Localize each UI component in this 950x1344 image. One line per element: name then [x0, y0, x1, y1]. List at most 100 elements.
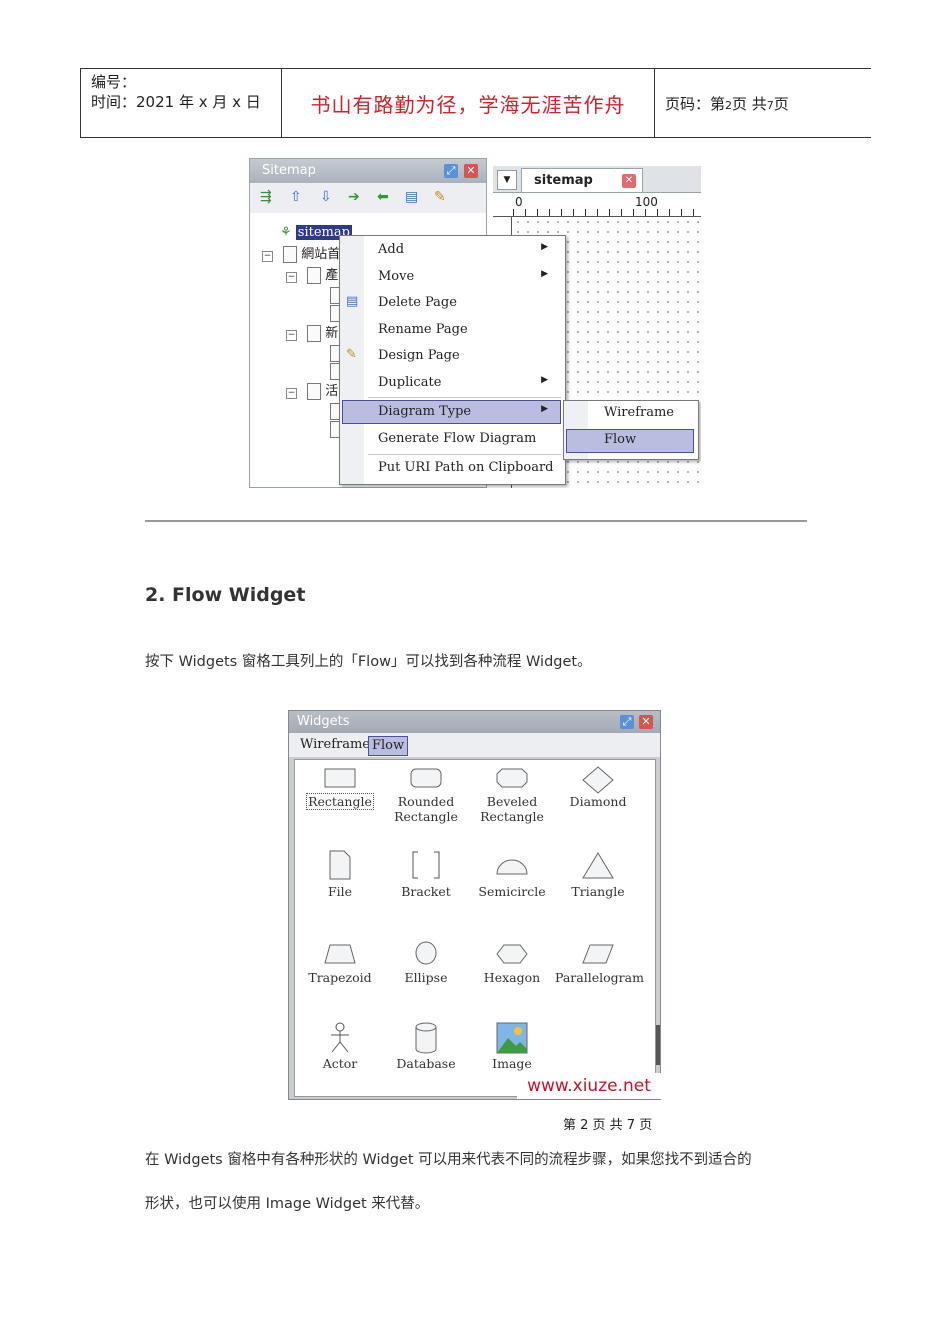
menu-item-add[interactable]: Add▶ — [378, 242, 548, 257]
tab-flow[interactable]: Flow — [368, 736, 409, 756]
collapse-icon[interactable]: − — [286, 330, 297, 341]
header-motto-cell: 书山有路勤为径，学海无涯苦作舟 — [282, 69, 655, 137]
page-indicator: 页码：第2页 共7页 — [665, 94, 789, 113]
horizontal-ruler: 0 100 — [493, 194, 701, 217]
page-icon — [307, 325, 322, 342]
close-icon[interactable]: ✕ — [464, 164, 478, 178]
restore-icon[interactable]: ⤢ — [620, 715, 634, 729]
widget-triangle[interactable]: Triangle — [555, 850, 641, 910]
intro-paragraph: 按下 Widgets 窗格工具列上的「Flow」可以找到各种流程 Widget。 — [145, 654, 592, 670]
menu-separator — [368, 454, 561, 455]
page-icon — [307, 267, 322, 284]
menu-separator — [368, 397, 561, 398]
widget-ellipse[interactable]: Ellipse — [383, 938, 469, 998]
body-paragraph-line-1: 在 Widgets 窗格中有各种形状的 Widget 可以用来代表不同的流程步骤… — [145, 1152, 752, 1168]
widget-actor[interactable]: Actor — [297, 1022, 383, 1082]
widget-bracket[interactable]: Bracket — [383, 850, 469, 910]
bracket-icon — [412, 851, 440, 879]
edit-page-icon[interactable]: ✎ — [434, 189, 446, 205]
tree-node[interactable]: − 活 — [286, 383, 339, 400]
sitemap-root-icon: ⚘ — [280, 225, 292, 240]
menu-highlight — [342, 400, 561, 424]
submenu-arrow-icon: ▶ — [541, 375, 548, 385]
rectangle-icon — [324, 768, 356, 788]
widget-rectangle[interactable]: Rectangle — [297, 766, 383, 836]
sitemap-toolbar: ⇶ ⇧ ⇩ ➔ ⬅ ▤ ✎ — [250, 183, 486, 213]
tree-root[interactable]: ⚘ sitemap — [280, 225, 352, 240]
delete-page-icon[interactable]: ▤ — [405, 189, 419, 205]
header-page-cell: 页码：第2页 共7页 — [655, 69, 871, 137]
menu-item-design-page[interactable]: Design Page — [378, 348, 460, 363]
tab-wireframe[interactable]: Wireframe — [300, 737, 370, 752]
header-table: 编号： 时间：2021 年 x 月 x 日 书山有路勤为径，学海无涯苦作舟 页码… — [80, 68, 871, 138]
diamond-icon — [582, 766, 614, 794]
widget-parallelogram[interactable]: Parallelogram — [555, 938, 644, 998]
submenu-item-wireframe[interactable]: Wireframe — [604, 405, 674, 420]
menu-item-delete-page[interactable]: Delete Page — [378, 295, 457, 310]
context-menu: Add▶ Move▶ ▤ Delete Page Rename Page ✎ D… — [339, 235, 566, 485]
rounded-rectangle-icon — [410, 768, 442, 788]
body-paragraph-line-2: 形状，也可以使用 Image Widget 来代替。 — [145, 1196, 430, 1212]
widget-semicircle[interactable]: Semicircle — [469, 850, 555, 910]
menu-item-generate-flow[interactable]: Generate Flow Diagram — [378, 431, 537, 446]
file-icon — [329, 850, 351, 880]
restore-icon[interactable]: ⤢ — [444, 164, 458, 178]
move-up-icon[interactable]: ⇧ — [290, 189, 302, 205]
add-page-icon[interactable]: ⇶ — [260, 189, 272, 205]
tree-node[interactable]: − 產 — [286, 267, 339, 284]
widget-database[interactable]: Database — [383, 1022, 469, 1082]
sitemap-screenshot: Sitemap ⤢ ✕ ⇶ ⇧ ⇩ ➔ ⬅ ▤ ✎ ⚘ sitemap − 網站… — [249, 158, 701, 488]
widget-rounded-rectangle[interactable]: Rounded Rectangle — [383, 766, 469, 836]
tab-sitemap[interactable]: sitemap ✕ — [521, 168, 643, 192]
scrollbar[interactable] — [656, 1025, 660, 1065]
submenu-arrow-icon: ▶ — [541, 404, 548, 414]
submenu-arrow-icon: ▶ — [541, 269, 548, 279]
tree-node[interactable]: − 網站首 — [262, 246, 341, 263]
section-heading: 2. Flow Widget — [145, 584, 306, 606]
submenu-item-flow[interactable]: Flow — [604, 432, 637, 447]
widget-file[interactable]: File — [297, 850, 383, 910]
database-icon — [415, 1022, 437, 1054]
widgets-panel-title: Widgets ⤢ ✕ — [289, 711, 660, 733]
collapse-icon[interactable]: − — [286, 272, 297, 283]
motto: 书山有路勤为径，学海无涯苦作舟 — [310, 92, 626, 117]
beveled-rectangle-icon — [496, 768, 528, 788]
hexagon-icon — [496, 944, 528, 964]
menu-item-diagram-type[interactable]: Diagram Type▶ — [378, 404, 548, 419]
widgets-panel: Widgets ⤢ ✕ Wireframe Flow Rectangle Rou… — [288, 710, 661, 1100]
delete-page-icon: ▤ — [346, 294, 359, 309]
outdent-icon[interactable]: ⬅ — [377, 189, 389, 205]
trapezoid-icon — [324, 944, 356, 964]
widgets-tab-bar: Wireframe Flow — [289, 733, 660, 757]
page-icon — [283, 246, 298, 263]
parallelogram-icon — [582, 944, 614, 964]
menu-item-rename-page[interactable]: Rename Page — [378, 322, 468, 337]
tab-dropdown-icon[interactable]: ▼ — [497, 170, 517, 190]
menu-item-duplicate[interactable]: Duplicate▶ — [378, 375, 548, 390]
menu-item-move[interactable]: Move▶ — [378, 269, 548, 284]
indent-icon[interactable]: ➔ — [348, 189, 360, 205]
widget-image[interactable]: Image — [469, 1022, 555, 1082]
actor-icon — [331, 1022, 349, 1053]
widget-hexagon[interactable]: Hexagon — [469, 938, 555, 998]
collapse-icon[interactable]: − — [262, 251, 273, 262]
tab-close-icon[interactable]: ✕ — [622, 174, 636, 188]
tree-node[interactable]: − 新 — [286, 325, 339, 342]
menu-item-put-uri[interactable]: Put URI Path on Clipboard — [378, 460, 554, 475]
ruler-ticks — [513, 209, 701, 216]
page-icon — [307, 383, 322, 400]
section-divider — [145, 520, 807, 522]
widget-trapezoid[interactable]: Trapezoid — [297, 938, 383, 998]
watermark: www.xiuze.net — [517, 1073, 661, 1099]
widget-beveled-rectangle[interactable]: Beveled Rectangle — [469, 766, 555, 836]
widgets-grid: Rectangle Rounded Rectangle Beveled Rect… — [294, 759, 656, 1097]
menu-icon-gutter — [340, 236, 364, 484]
widget-diamond[interactable]: Diamond — [555, 766, 641, 836]
ellipse-icon — [415, 941, 437, 965]
close-icon[interactable]: ✕ — [639, 715, 653, 729]
diagram-type-submenu: Wireframe Flow — [563, 400, 699, 460]
triangle-icon — [582, 852, 614, 879]
collapse-icon[interactable]: − — [286, 388, 297, 399]
move-down-icon[interactable]: ⇩ — [320, 189, 332, 205]
submenu-arrow-icon: ▶ — [541, 242, 548, 252]
